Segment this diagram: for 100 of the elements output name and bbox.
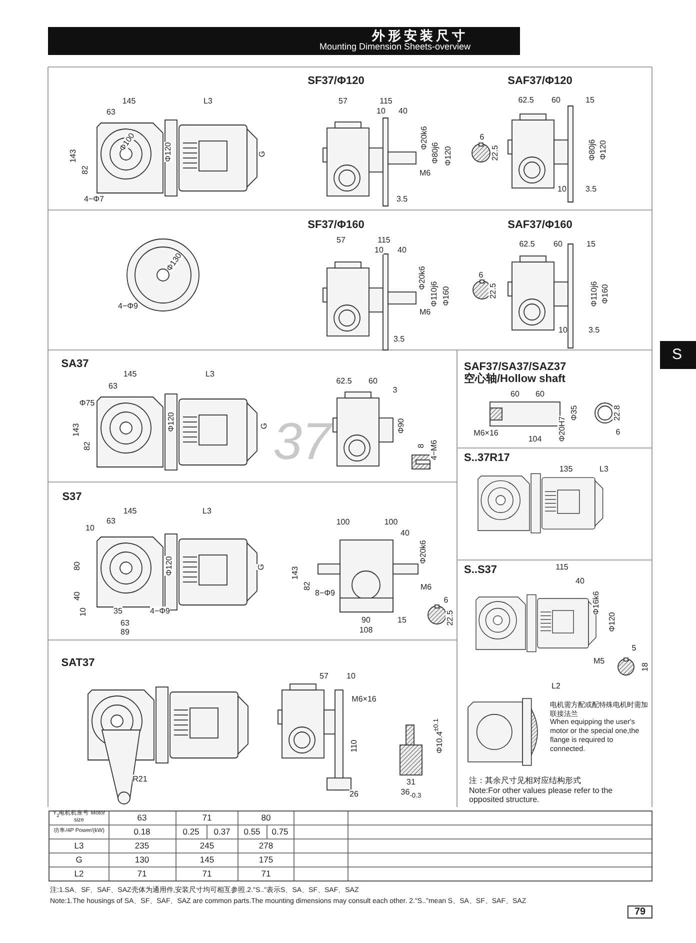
dimension-label: Φ110j6 xyxy=(590,281,598,307)
dimension-label: 104 xyxy=(528,434,542,444)
table-cell: 0.18 xyxy=(134,828,150,836)
table-cell: 0.55 xyxy=(244,828,260,836)
dimension-label: Φ20H7 xyxy=(558,416,566,442)
dimension-label: Φ35 xyxy=(570,405,578,421)
dimension-label: 60 xyxy=(536,390,544,398)
dimension-label: Φ80j6 xyxy=(588,139,596,161)
dimension-label: Φ20k6 xyxy=(418,540,428,564)
dimension-label: 63 xyxy=(106,516,116,526)
dimension-label: L2 xyxy=(552,682,560,690)
dimension-label: Φ110j6 xyxy=(430,281,438,307)
dimension-label: 8−Φ9 xyxy=(315,588,335,598)
dimension-label: 100 xyxy=(384,518,398,526)
dimension-label: 145 xyxy=(122,96,136,106)
dimension-label: 60 xyxy=(552,96,560,104)
dimension-label: M6×16 xyxy=(352,694,376,704)
dimension-label: Φ160 xyxy=(442,286,450,306)
table-cell: 235 xyxy=(134,842,150,850)
dimension-label: 15 xyxy=(398,616,406,624)
dimension-label: 115 xyxy=(378,236,390,244)
dimension-label: 8 xyxy=(416,444,426,448)
section-heading: SA37 xyxy=(61,358,89,370)
table-cell: 130 xyxy=(134,856,150,864)
dimension-label: 115 xyxy=(380,96,392,106)
section-heading: SAT37 xyxy=(61,657,95,669)
dimension-label: 89 xyxy=(120,628,130,636)
dimension-label: 6 xyxy=(480,132,484,142)
table-cell: L2 xyxy=(74,870,84,878)
dimension-label: L3 xyxy=(204,96,212,106)
dimension-label: Φ120 xyxy=(608,612,616,632)
dimension-label: Φ20k6 xyxy=(420,126,428,150)
dimension-label: 60 xyxy=(510,390,520,398)
dimension-label: L3 xyxy=(206,370,214,378)
page-number: 79 xyxy=(627,906,653,918)
dimension-label: 22.5 xyxy=(488,283,498,299)
table-cell: 245 xyxy=(200,842,214,850)
dimension-label: 4−Φ7 xyxy=(84,194,104,204)
dimension-label: R21 xyxy=(132,774,148,784)
section-heading: SAF37/SA37/SAZ37 xyxy=(464,361,566,373)
dimension-label: 145 xyxy=(123,506,137,516)
dimension-label: 3 xyxy=(392,386,398,394)
dimension-label: 22.5 xyxy=(490,145,500,161)
section-heading: SF37/Φ160 xyxy=(308,219,364,231)
table-cell: G xyxy=(76,856,82,864)
dimension-label: 82 xyxy=(302,582,312,590)
table-cell: 80 xyxy=(261,814,271,822)
dimension-label: 62.5 xyxy=(519,240,535,248)
dimension-label: 22.5 xyxy=(446,610,454,626)
dimension-label: 10 xyxy=(376,106,386,116)
note-text: Note:For other values please refer to the opposited structure. xyxy=(469,786,614,804)
dimension-label: Φ160 xyxy=(600,284,610,304)
dimension-label: Φ75 xyxy=(79,398,95,408)
dimension-label: 10 xyxy=(78,608,88,616)
dimension-label: 4−M6 xyxy=(430,440,438,460)
dimension-label: 62.5 xyxy=(518,96,534,104)
dimension-label: G xyxy=(256,564,266,570)
dimension-label: 115 xyxy=(556,562,568,572)
dimension-label: 35 xyxy=(114,606,122,616)
table-cell: 278 xyxy=(258,842,274,850)
dimension-label: 62.5 xyxy=(336,376,352,386)
dimension-label: 3.5 xyxy=(588,326,600,334)
dimension-label: 63 xyxy=(108,382,118,390)
dimension-label: 26 xyxy=(350,790,358,798)
dimension-label: M6 xyxy=(419,168,431,178)
table-cell: 175 xyxy=(258,856,274,864)
dimension-label: 10 xyxy=(86,524,94,532)
dimension-label: 10 xyxy=(346,672,356,680)
dimension-label: 22.8 xyxy=(612,405,622,421)
dimension-label: Φ120 xyxy=(164,556,174,576)
dimension-label: G xyxy=(258,150,266,158)
dimension-label: 135 xyxy=(559,464,573,474)
dimension-label: 40 xyxy=(72,592,82,600)
dimension-label: 108 xyxy=(359,626,373,634)
dimension-label: 5 xyxy=(632,644,636,652)
dimension-label: Φ90 xyxy=(396,418,406,434)
section-heading: S37 xyxy=(62,491,82,503)
table-cell: 145 xyxy=(200,856,214,864)
dimension-label: 60 xyxy=(368,376,378,386)
dimension-label: 3.5 xyxy=(585,184,597,194)
table-cell: 71 xyxy=(137,870,147,878)
dimension-label: 40 xyxy=(398,246,406,254)
dimension-label: 3.5 xyxy=(396,194,408,204)
dimension-label: 63 xyxy=(106,108,116,116)
dimension-label: M6×16 xyxy=(474,428,498,438)
dimension-label: Φ120 xyxy=(164,142,172,162)
dimension-label: 31 xyxy=(406,778,416,786)
table-cell: 71 xyxy=(202,814,212,822)
dimension-label: M5 xyxy=(593,656,605,666)
dimension-label: 18 xyxy=(640,662,650,672)
dimension-label: Φ120 xyxy=(598,140,608,160)
dimension-label: 6 xyxy=(478,270,484,280)
dimension-label: Φ120 xyxy=(166,412,176,432)
dimension-label: 40 xyxy=(576,576,584,586)
dimension-label: 57 xyxy=(320,672,328,680)
dimension-label: 36$_{-0.3}$ xyxy=(400,788,422,800)
dimension-label: 63 xyxy=(120,618,130,628)
dimension-label: 6 xyxy=(616,428,620,436)
dimension-label: M6 xyxy=(420,582,432,592)
dimension-label: Φ20k6 xyxy=(418,266,426,290)
